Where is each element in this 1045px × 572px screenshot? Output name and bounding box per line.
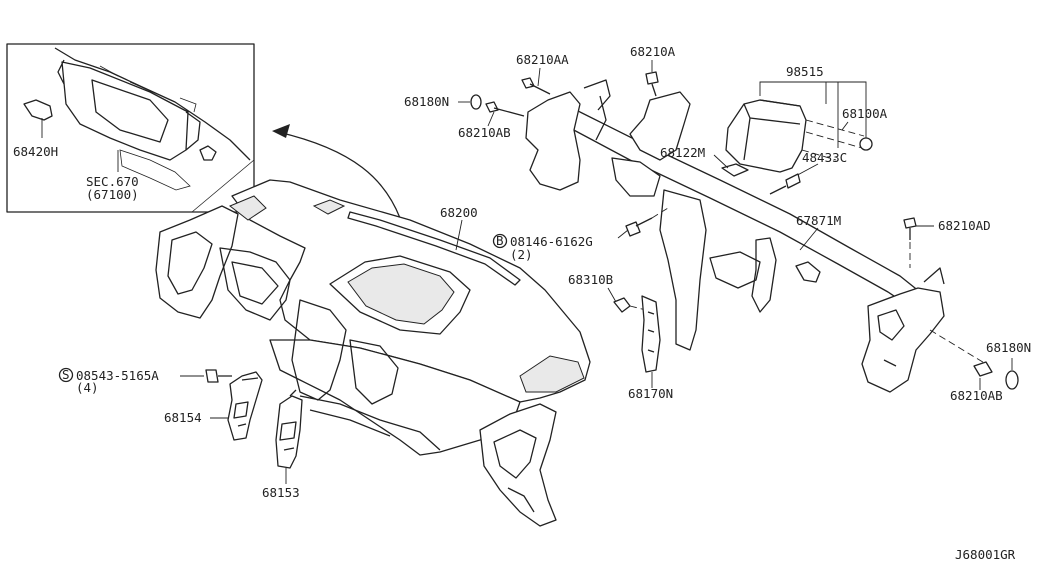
member-right-end bbox=[861, 287, 945, 393]
label-68100A: 68100A bbox=[842, 106, 888, 121]
bolt-68210AB-right bbox=[973, 361, 993, 377]
inset-part-label: 68420H bbox=[13, 144, 58, 159]
label-68180N-right: 68180N bbox=[986, 340, 1031, 355]
diagram-code: J68001GR bbox=[955, 547, 1016, 562]
inset-clip-right bbox=[199, 145, 217, 161]
label-68210AD: 68210AD bbox=[938, 218, 991, 233]
label-68170N: 68170N bbox=[628, 386, 673, 401]
airbag-body bbox=[725, 99, 807, 173]
bracket-68154 bbox=[227, 371, 263, 441]
airbag-module-98515: 98515 68100A 48433C bbox=[725, 64, 888, 195]
bracket-68170N bbox=[641, 295, 661, 373]
clip-68122M bbox=[721, 163, 749, 177]
label-98515: 98515 bbox=[786, 64, 824, 79]
bolt-08146 bbox=[625, 217, 653, 237]
part-68154: 68154 bbox=[164, 371, 263, 441]
label-08543-qty: (4) bbox=[76, 380, 99, 395]
screw-08543 bbox=[205, 369, 232, 383]
dash-right-end-detail bbox=[493, 429, 537, 513]
inset-clip-68420H bbox=[23, 99, 53, 121]
bolt-marker-circle bbox=[492, 233, 508, 249]
dash-right-end bbox=[479, 403, 557, 527]
inset-frame bbox=[6, 43, 255, 213]
label-68153: 68153 bbox=[262, 485, 300, 500]
member-top-bracket bbox=[629, 91, 691, 161]
label-68154: 68154 bbox=[164, 410, 202, 425]
part-68180N-right: 68180N 68210AB bbox=[929, 329, 1031, 403]
inset-bracket bbox=[99, 65, 197, 191]
part-68210AD: 68210AD bbox=[903, 217, 991, 268]
bolt-68210AA bbox=[521, 77, 551, 95]
member-right-end-detail bbox=[877, 267, 945, 367]
dash-right-vent bbox=[519, 355, 585, 393]
label-08543-5165A: 08543-5165A bbox=[76, 368, 159, 383]
label-68180N-top: 68180N bbox=[404, 94, 449, 109]
bracket-68153-detail bbox=[279, 389, 297, 451]
label-68210AA: 68210AA bbox=[516, 52, 569, 67]
part-68210AA: 68210AA bbox=[516, 52, 569, 95]
part-68180N-top: 68180N bbox=[404, 94, 482, 110]
bracket-68154-detail bbox=[233, 377, 259, 427]
bolt-68210AB-top bbox=[485, 101, 525, 117]
dash-defrost-slot bbox=[347, 211, 521, 286]
bolt-68210AD bbox=[903, 217, 917, 240]
part-08146-6162G: B 08146-6162G (2) bbox=[492, 207, 669, 262]
inset-connector-line bbox=[191, 159, 255, 213]
airbag-body-detail bbox=[743, 99, 801, 161]
direction-arrow bbox=[277, 131, 401, 219]
cap-68180N-top bbox=[470, 94, 482, 110]
label-68310B: 68310B bbox=[568, 272, 613, 287]
member-small-clip bbox=[795, 261, 821, 283]
dash-center-vent bbox=[347, 263, 455, 325]
dash-left-end-detail bbox=[167, 231, 291, 321]
bolt-68210A bbox=[645, 71, 659, 97]
part-68170N: 68170N bbox=[628, 295, 673, 401]
label-48433C: 48433C bbox=[802, 150, 847, 165]
inset-detail: 68420H SEC.670 (67100) bbox=[6, 43, 255, 213]
part-68310B: 68310B bbox=[568, 272, 647, 313]
part-68153: 68153 bbox=[262, 389, 303, 500]
bracket-68153 bbox=[275, 395, 303, 469]
bracket-68170N-detail bbox=[647, 311, 655, 353]
dash-left-vent bbox=[229, 195, 267, 221]
label-68210A: 68210A bbox=[630, 44, 676, 59]
label-67871M: 67871M bbox=[796, 213, 841, 228]
dash-front-face bbox=[269, 339, 521, 456]
label-68200: 68200 bbox=[440, 205, 478, 220]
label-08146-6162G: 08146-6162G bbox=[510, 234, 593, 249]
member-mid-bracket bbox=[611, 157, 661, 197]
screw-marker-circle bbox=[58, 367, 74, 383]
part-68122M: 68122M bbox=[660, 145, 749, 177]
cap-68180N-right bbox=[1005, 370, 1019, 390]
inset-section-ref: SEC.670 bbox=[86, 174, 139, 189]
dash-left-end bbox=[155, 205, 239, 319]
member-left-bracket bbox=[525, 91, 581, 191]
member-left-bracket-detail bbox=[583, 79, 611, 141]
member-center-bracket bbox=[659, 189, 707, 351]
label-68210AB-right: 68210AB bbox=[950, 388, 1003, 403]
label-68122M: 68122M bbox=[660, 145, 705, 160]
member-strut bbox=[751, 237, 777, 313]
dash-lower-center bbox=[291, 299, 441, 451]
label-68210AB-top: 68210AB bbox=[458, 125, 511, 140]
instrument-panel-68200: 68200 bbox=[155, 179, 591, 527]
inset-panel-drawing bbox=[54, 47, 251, 161]
member-right-bracket bbox=[709, 251, 761, 289]
bolt-marker-letter: B bbox=[496, 233, 504, 248]
label-08146-qty: (2) bbox=[510, 247, 533, 262]
part-68210AB-top: 68210AB bbox=[458, 101, 525, 140]
bolt-48433C bbox=[769, 173, 801, 195]
nut-68310B bbox=[613, 297, 631, 313]
inset-section-sub: (67100) bbox=[86, 187, 139, 202]
dash-top-slot-small bbox=[312, 199, 346, 215]
part-68210A: 68210A bbox=[630, 44, 676, 97]
screw-marker-letter: S bbox=[62, 367, 70, 382]
dash-center-recess bbox=[329, 255, 471, 335]
direction-arrow-head bbox=[272, 124, 290, 138]
steering-member-67871M: 67871M bbox=[525, 79, 945, 393]
nut-68100A bbox=[859, 137, 873, 151]
part-08543-5165A: S 08543-5165A (4) bbox=[58, 367, 232, 395]
